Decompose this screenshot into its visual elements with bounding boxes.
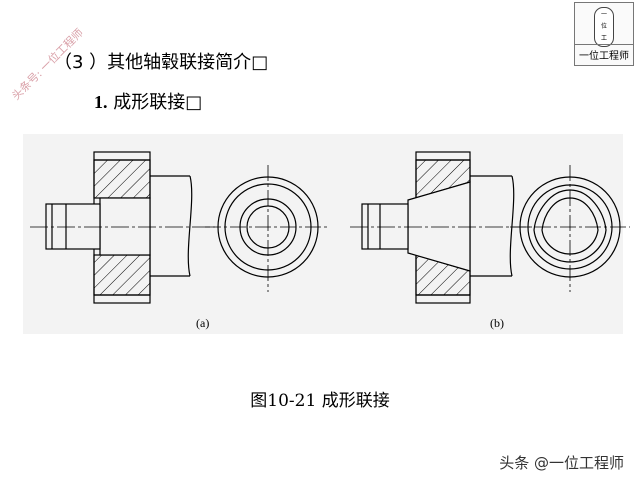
figure-b-side-view [350,151,530,304]
figure-a-side-view [30,151,215,304]
brand-logo: 一 位 工 一位工程师 [574,2,634,66]
figure-label-b: (b) [490,316,504,330]
subsection-heading: 1. 成形联接□ [94,92,203,113]
figure-b-end-view [510,165,630,292]
section-heading: （3 ）其他轴毂联接简介□ [54,52,269,73]
logo-seal: 一 位 工 [594,7,614,47]
logo-text: 一位工程师 [575,44,633,62]
footer-watermark: 头条 @一位工程师 [499,454,624,472]
figure-caption: 图10-21 成形联接 [250,391,390,411]
figure-label-a: (a) [196,316,209,330]
figure-a-end-view [205,165,330,292]
